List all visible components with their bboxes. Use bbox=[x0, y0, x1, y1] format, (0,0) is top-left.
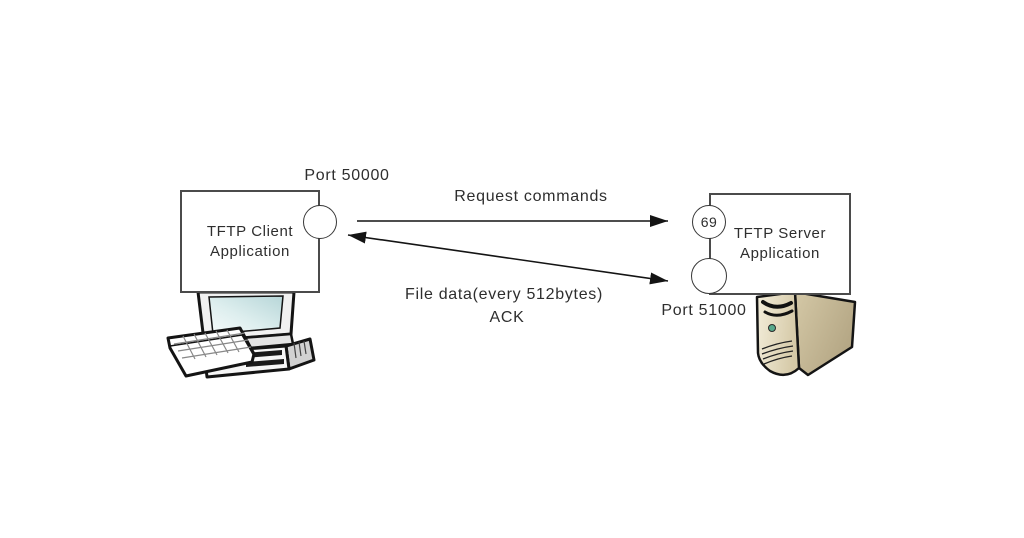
server-port-69-value: 69 bbox=[700, 214, 718, 230]
client-port-circle bbox=[303, 205, 337, 239]
client-title-line2: Application bbox=[210, 242, 290, 260]
tftp-server-box: TFTP Server Application bbox=[709, 193, 851, 295]
tower-server-icon bbox=[755, 291, 857, 377]
file-data-ack-arrow bbox=[347, 231, 669, 285]
server-title-line1: TFTP Server bbox=[733, 225, 827, 242]
server-title-line2: Application bbox=[740, 245, 820, 262]
tftp-client-box: TFTP Client Application bbox=[180, 190, 320, 293]
desktop-computer-icon bbox=[166, 292, 316, 379]
request-commands-label: Request commands bbox=[454, 188, 608, 205]
server-transfer-port-circle bbox=[691, 258, 727, 294]
server-port-69-circle: 69 bbox=[692, 205, 726, 239]
client-port-label: Port 50000 bbox=[304, 167, 390, 184]
client-title-line1: TFTP Client bbox=[206, 222, 294, 240]
server-port-label: Port 51000 bbox=[661, 302, 747, 319]
file-data-label: File data(every 512bytes) bbox=[404, 286, 604, 303]
ack-label: ACK bbox=[489, 309, 525, 326]
power-led bbox=[768, 324, 776, 332]
